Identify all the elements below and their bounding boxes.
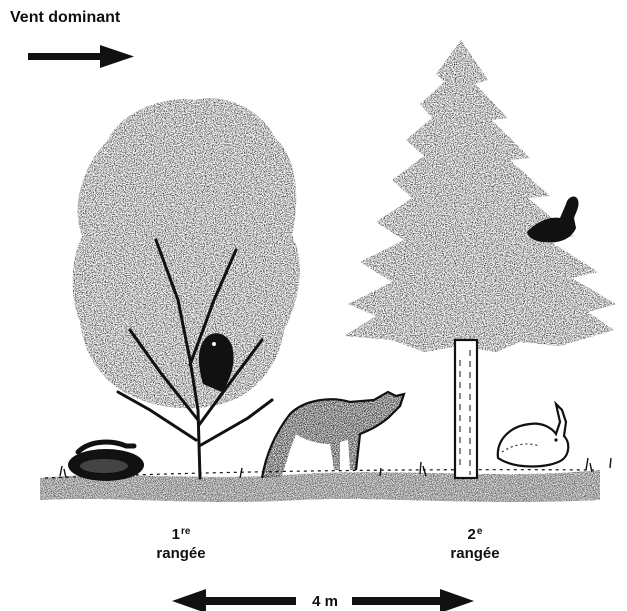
snake-icon — [68, 442, 144, 481]
row-2-text: rangée — [430, 544, 520, 563]
row-1-suffix: re — [181, 526, 190, 537]
deciduous-tree-icon — [73, 98, 300, 478]
row-2-number: 2 — [468, 526, 476, 543]
row-2-suffix: e — [477, 526, 483, 537]
wind-arrow-icon — [28, 45, 134, 68]
wind-label: Vent dominant — [10, 9, 120, 27]
distance-label: 4 m — [300, 593, 350, 610]
row-1-number: 1 — [172, 526, 180, 543]
row-1-label: 1re rangée — [136, 522, 226, 563]
row-1-text: rangée — [136, 544, 226, 563]
rabbit-icon — [498, 404, 568, 467]
row-2-label: 2e rangée — [430, 522, 520, 563]
fox-icon — [262, 392, 404, 478]
